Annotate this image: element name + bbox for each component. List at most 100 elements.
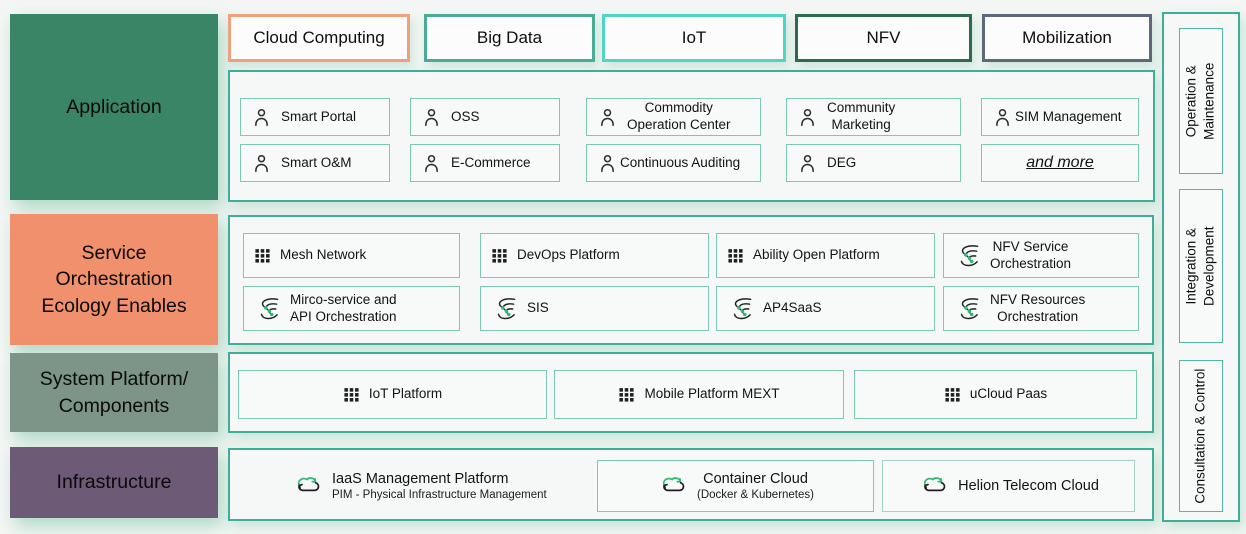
app-item-label: Commodity Operation Center xyxy=(627,100,731,132)
application-row: Smart Portal OSS Commodity Operation Cen… xyxy=(228,70,1155,202)
cloud-sync-icon xyxy=(292,474,323,499)
svc-item-nfv-service-orchestration: NFV Service Orchestration xyxy=(943,233,1139,278)
app-item-e-commerce: E-Commerce xyxy=(410,144,560,182)
person-icon xyxy=(597,107,618,128)
grid-icon xyxy=(727,247,744,264)
svc-item-label: Mesh Network xyxy=(280,247,367,263)
svc-item-mesh-network: Mesh Network xyxy=(243,233,460,278)
app-item-label: and more xyxy=(1026,154,1094,171)
svc-item-label: NFV Service Orchestration xyxy=(990,238,1072,271)
orchestration-icon xyxy=(954,295,981,322)
inf-item-subtitle: PIM - Physical Infrastructure Management xyxy=(332,488,547,501)
app-item-label: SIM Management xyxy=(1015,108,1122,124)
category-cloud-computing: Cloud Computing xyxy=(228,14,410,62)
inf-item-title: IaaS Management Platform xyxy=(332,470,509,487)
app-item-label: Smart Portal xyxy=(281,108,357,124)
app-item-label: E-Commerce xyxy=(451,154,531,170)
infrastructure-row: IaaS Management Platform PIM - Physical … xyxy=(228,448,1154,521)
grid-icon xyxy=(491,247,508,264)
app-item-label: Continuous Auditing xyxy=(620,154,741,170)
app-item-deg: DEG xyxy=(786,144,961,182)
sys-item-iot-platform: IoT Platform xyxy=(238,370,547,419)
service-orchestration-row: Mesh Network DevOps Platform Ability Ope… xyxy=(228,215,1154,345)
app-item-oss: OSS xyxy=(410,98,560,136)
person-icon xyxy=(597,153,618,174)
svc-item-sis: SIS xyxy=(480,286,709,331)
left-band-label: Infrastructure xyxy=(56,471,172,494)
person-icon xyxy=(992,107,1013,128)
right-item-integration-development: Integration & Development xyxy=(1179,189,1223,343)
person-icon xyxy=(421,153,442,174)
app-item-label: Smart O&M xyxy=(281,154,352,170)
svc-item-ability-open-platform: Ability Open Platform xyxy=(716,233,935,278)
sys-item-label: Mobile Platform MEXT xyxy=(644,386,780,402)
grid-icon xyxy=(343,386,360,403)
orchestration-icon xyxy=(254,295,281,322)
svc-item-label: AP4SaaS xyxy=(763,300,822,316)
svc-item-label: Mirco-service and API Orchestration xyxy=(290,291,397,324)
app-item-smart-om: Smart O&M xyxy=(240,144,390,182)
right-item-label: Consultation & Control xyxy=(1192,368,1208,504)
person-icon xyxy=(251,107,272,128)
person-icon xyxy=(797,153,818,174)
inf-item-title: Helion Telecom Cloud xyxy=(958,477,1099,494)
app-item-smart-portal: Smart Portal xyxy=(240,98,390,136)
inf-item-title: Container Cloud xyxy=(703,470,808,487)
category-label: Big Data xyxy=(476,28,543,47)
svc-item-label: NFV Resources Orchestration xyxy=(990,291,1086,324)
sys-item-label: uCloud Paas xyxy=(969,386,1048,402)
sys-item-ucloud-paas: uCloud Paas xyxy=(854,370,1137,419)
orchestration-icon xyxy=(954,242,981,269)
inf-item-text: Container Cloud (Docker & Kubernetes) xyxy=(697,470,814,503)
right-item-label: Integration & Development xyxy=(1183,226,1218,306)
app-item-and-more: and more xyxy=(981,144,1139,182)
category-iot: IoT xyxy=(602,14,786,62)
app-item-label: OSS xyxy=(451,108,480,124)
left-band-label: Application xyxy=(66,95,162,118)
category-nfv: NFV xyxy=(795,14,972,62)
left-band-system-platform: System Platform/ Components xyxy=(10,353,218,432)
category-label: Cloud Computing xyxy=(253,28,385,47)
app-item-community-marketing: Community Marketing xyxy=(786,98,961,136)
orchestration-icon xyxy=(491,295,518,322)
right-item-operation-maintenance: Operation & Maintenance xyxy=(1179,28,1223,174)
right-item-label: Operation & Maintenance xyxy=(1183,62,1217,140)
right-column: Operation & Maintenance Integration & De… xyxy=(1162,12,1240,522)
grid-icon xyxy=(254,247,271,264)
svc-item-label: SIS xyxy=(527,300,549,316)
svc-item-nfv-resources-orchestration: NFV Resources Orchestration xyxy=(943,286,1139,331)
app-item-label: Community Marketing xyxy=(827,100,896,132)
cloud-sync-icon xyxy=(657,474,688,499)
inf-item-iaas-management-platform: IaaS Management Platform PIM - Physical … xyxy=(282,460,582,512)
app-item-label: DEG xyxy=(827,154,857,170)
grid-icon xyxy=(944,386,961,403)
svc-item-label: Ability Open Platform xyxy=(753,247,880,263)
inf-item-helion-telecom-cloud: Helion Telecom Cloud xyxy=(882,460,1135,512)
left-band-label: System Platform/ Components xyxy=(39,368,189,417)
person-icon xyxy=(421,107,442,128)
left-band-service-orchestration: Service Orchestration Ecology Enables xyxy=(10,214,218,345)
left-band-label: Service Orchestration Ecology Enables xyxy=(41,242,187,317)
person-icon xyxy=(797,107,818,128)
svc-item-ap4saas: AP4SaaS xyxy=(716,286,935,331)
sys-item-mobile-platform-mext: Mobile Platform MEXT xyxy=(554,370,844,419)
svc-item-mirco-service-api-orchestration: Mirco-service and API Orchestration xyxy=(243,286,460,331)
app-item-commodity-operation-center: Commodity Operation Center xyxy=(586,98,761,136)
right-item-consultation-control: Consultation & Control xyxy=(1179,360,1223,512)
left-band-application: Application xyxy=(10,14,218,200)
system-platform-row: IoT Platform Mobile Platform MEXT uCloud… xyxy=(228,352,1154,433)
category-big-data: Big Data xyxy=(424,14,595,62)
orchestration-icon xyxy=(727,295,754,322)
app-item-continuous-auditing: Continuous Auditing xyxy=(586,144,761,182)
app-item-sim-management: SIM Management xyxy=(981,98,1139,136)
category-label: Mobilization xyxy=(1022,28,1112,47)
inf-item-text: IaaS Management Platform PIM - Physical … xyxy=(332,470,547,503)
svc-item-label: DevOps Platform xyxy=(517,247,620,263)
grid-icon xyxy=(618,386,635,403)
inf-item-container-cloud: Container Cloud (Docker & Kubernetes) xyxy=(597,460,874,512)
inf-item-subtitle: (Docker & Kubernetes) xyxy=(697,488,814,501)
cloud-sync-icon xyxy=(918,474,949,499)
person-icon xyxy=(251,153,272,174)
category-label: IoT xyxy=(681,28,707,47)
left-band-infrastructure: Infrastructure xyxy=(10,447,218,518)
